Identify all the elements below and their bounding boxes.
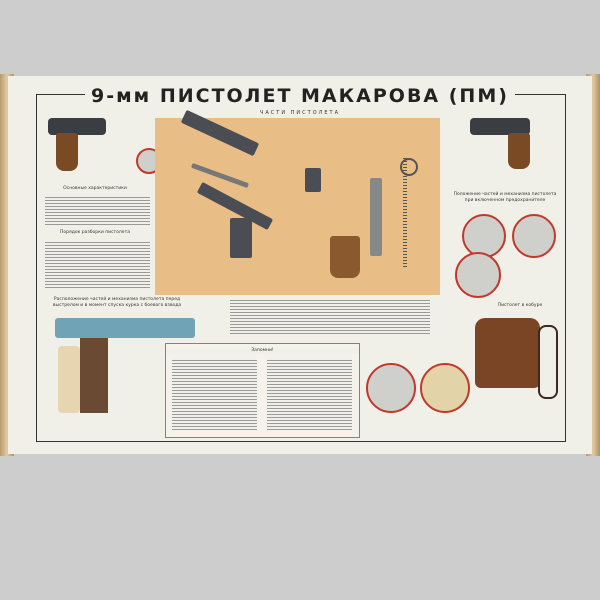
holster-strap — [538, 325, 558, 399]
characteristics-text — [45, 195, 150, 225]
detail-circle — [455, 252, 501, 298]
pistol-image-right — [470, 118, 530, 135]
detail-circle — [512, 214, 556, 258]
detail-circle — [462, 214, 506, 258]
poster-title: 9-мм ПИСТОЛЕТ МАКАРОВА (ПМ) — [0, 85, 600, 107]
magazine-part — [370, 178, 382, 256]
pistol-grip-right — [508, 133, 530, 169]
safety-position-heading: Положение частей и механизма пистолета п… — [450, 192, 560, 203]
description-text — [230, 298, 430, 334]
cleaning-rod-part — [400, 158, 418, 176]
cutaway-grip — [58, 346, 80, 413]
characteristics-heading: Основные характеристики — [40, 186, 150, 192]
magazine-spring-part — [403, 158, 407, 268]
disassembly-heading: Порядок разборки пистолета — [40, 230, 150, 236]
grip-frame-part — [230, 218, 252, 258]
remember-box: Запомни! — [165, 343, 360, 438]
parts-subtitle: ЧАСТИ ПИСТОЛЕТА — [259, 110, 341, 116]
pistol-grip-left — [56, 133, 78, 171]
hammer-part — [305, 168, 321, 192]
pistol-image-left — [48, 118, 106, 135]
detail-circle — [420, 363, 470, 413]
cutaway-slide — [55, 318, 195, 338]
remember-text-left — [172, 358, 257, 430]
holster-image — [475, 318, 540, 388]
grip-panel-part — [330, 236, 360, 278]
remember-heading: Запомни! — [166, 348, 359, 354]
recoil-spring-part — [190, 162, 250, 189]
disassembly-text — [45, 240, 150, 290]
remember-text-right — [267, 358, 352, 430]
holster-heading: Пистолет в кобуре — [480, 303, 560, 309]
cutaway-heading: Расположение частей и механизма пистолет… — [42, 297, 192, 308]
detail-circle — [366, 363, 416, 413]
pistol-parts-panel — [155, 109, 440, 295]
cutaway-magazine — [80, 338, 108, 413]
